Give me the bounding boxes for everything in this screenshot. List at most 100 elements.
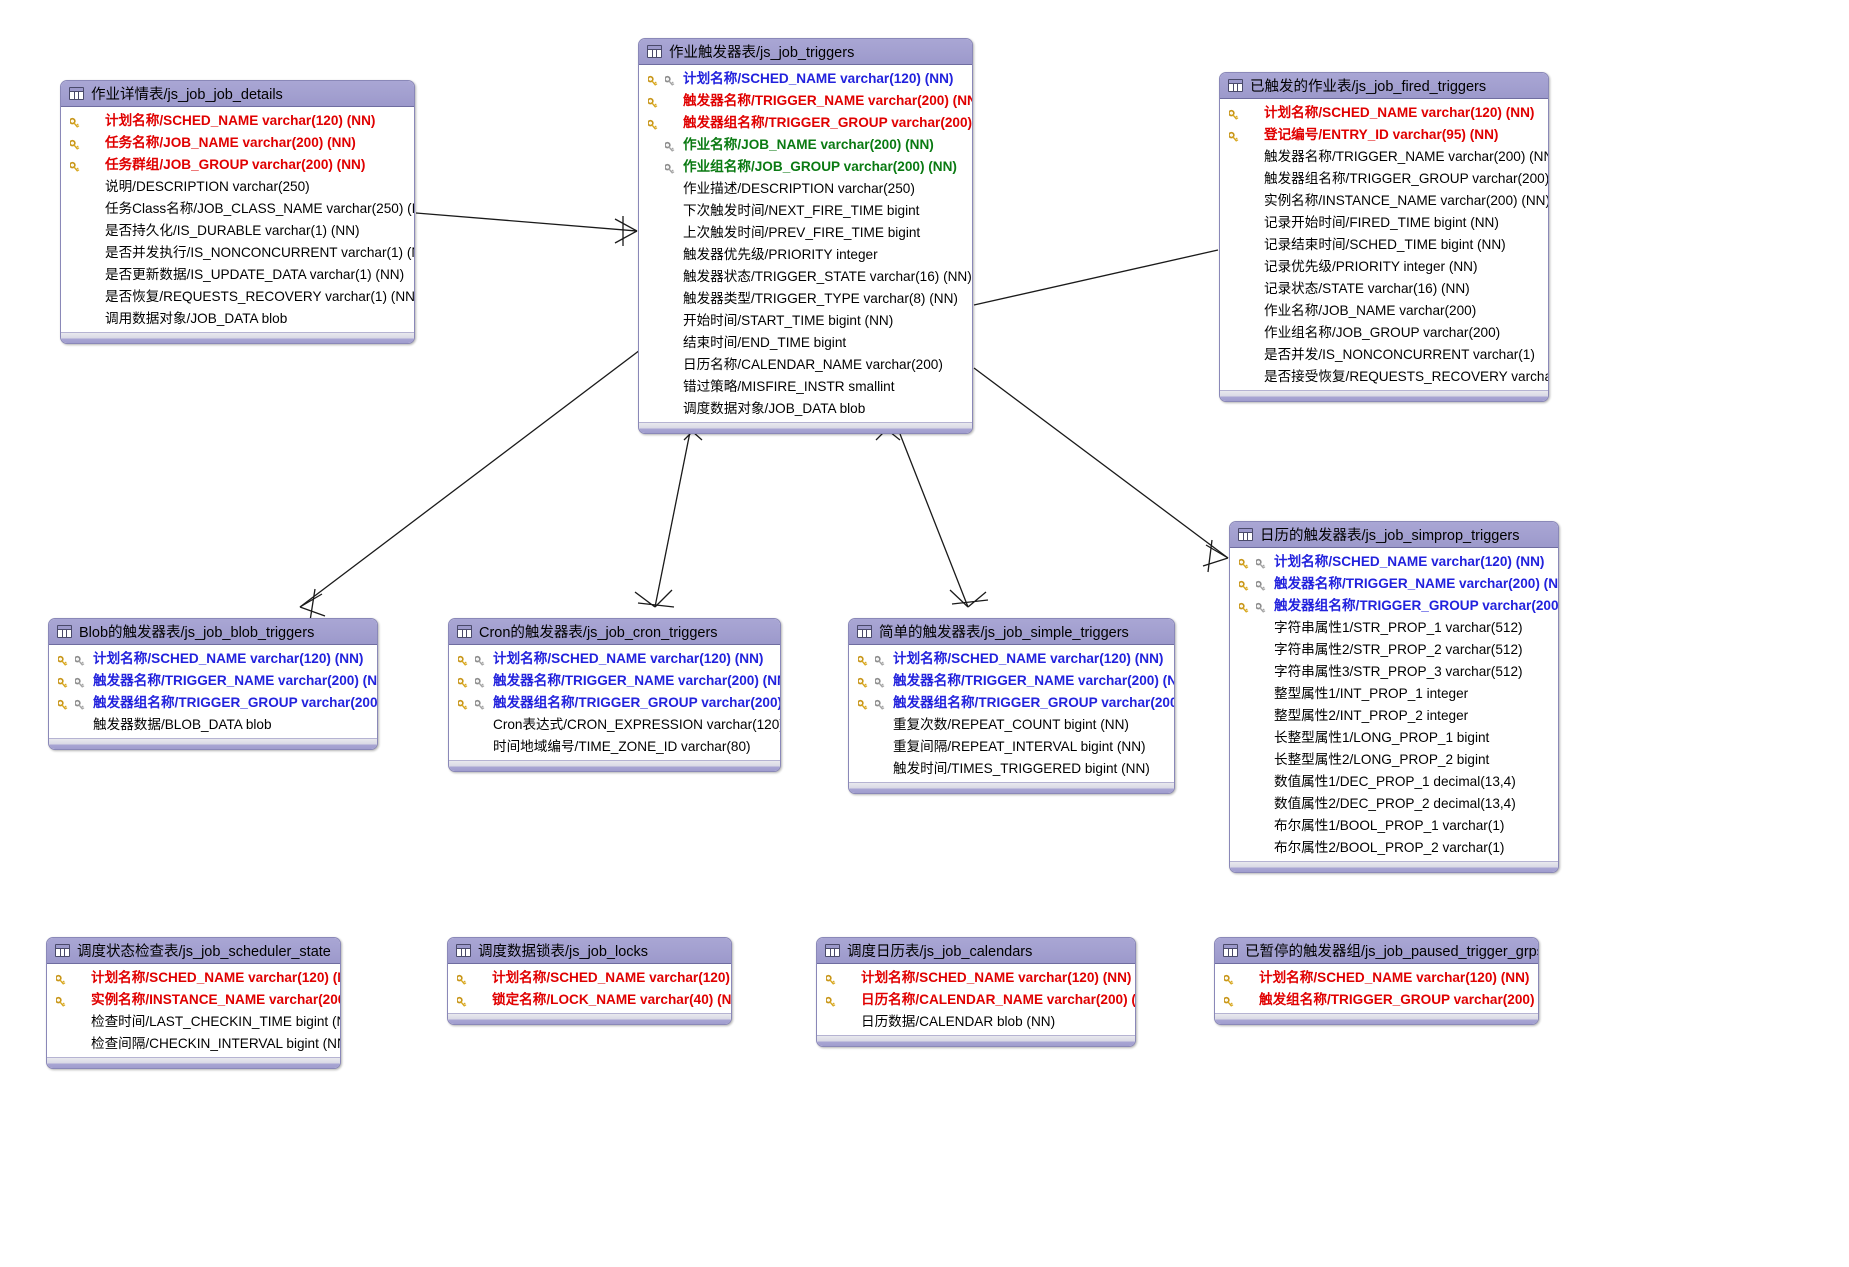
column-row[interactable]: 触发器组名称/TRIGGER_GROUP varchar(200) (NN) [1230, 595, 1558, 617]
column-row[interactable]: 实例名称/INSTANCE_NAME varchar(200) (NN) [47, 989, 340, 1011]
column-row[interactable]: 数值属性1/DEC_PROP_1 decimal(13,4) [1230, 771, 1558, 793]
entity-header-job_details[interactable]: 作业详情表/js_job_job_details [61, 81, 414, 107]
column-row[interactable]: 整型属性2/INT_PROP_2 integer [1230, 705, 1558, 727]
column-row[interactable]: 触发器类型/TRIGGER_TYPE varchar(8) (NN) [639, 288, 972, 310]
column-row[interactable]: 实例名称/INSTANCE_NAME varchar(200) (NN) [1220, 190, 1548, 212]
column-row[interactable]: 是否接受恢复/REQUESTS_RECOVERY varchar(1) [1220, 366, 1548, 388]
column-row[interactable]: 时间地域编号/TIME_ZONE_ID varchar(80) [449, 736, 780, 758]
column-row[interactable]: 检查时间/LAST_CHECKIN_TIME bigint (NN) [47, 1011, 340, 1033]
entity-fired_triggers[interactable]: 已触发的作业表/js_job_fired_triggers 计划名称/SCHED_… [1219, 72, 1549, 402]
column-row[interactable]: 检查间隔/CHECKIN_INTERVAL bigint (NN) [47, 1033, 340, 1055]
column-row[interactable]: 触发组名称/TRIGGER_GROUP varchar(200) (NN) [1215, 989, 1538, 1011]
column-row[interactable]: 作业组名称/JOB_GROUP varchar(200) (NN) [639, 156, 972, 178]
column-row[interactable]: 作业名称/JOB_NAME varchar(200) (NN) [639, 134, 972, 156]
column-row[interactable]: 重复次数/REPEAT_COUNT bigint (NN) [849, 714, 1174, 736]
column-row[interactable]: 是否持久化/IS_DURABLE varchar(1) (NN) [61, 220, 414, 242]
entity-header-triggers[interactable]: 作业触发器表/js_job_triggers [639, 39, 972, 65]
entity-locks[interactable]: 调度数据锁表/js_job_locks 计划名称/SCHED_NAME varch… [447, 937, 732, 1025]
column-row[interactable]: 计划名称/SCHED_NAME varchar(120) (NN) [1230, 551, 1558, 573]
relation-triggers-fired[interactable] [973, 249, 1219, 306]
column-row[interactable]: 计划名称/SCHED_NAME varchar(120) (NN) [448, 967, 731, 989]
relation-triggers-blob[interactable] [299, 349, 641, 608]
relation-job-details-triggers[interactable] [415, 212, 638, 232]
column-row[interactable]: 重复间隔/REPEAT_INTERVAL bigint (NN) [849, 736, 1174, 758]
column-row[interactable]: 触发器组名称/TRIGGER_GROUP varchar(200) (NN) [449, 692, 780, 714]
column-row[interactable]: 触发器组名称/TRIGGER_GROUP varchar(200) (NN) [639, 112, 972, 134]
entity-simprop_triggers[interactable]: 日历的触发器表/js_job_simprop_triggers 计划名称/SCHE… [1229, 521, 1559, 873]
column-row[interactable]: 记录优先级/PRIORITY integer (NN) [1220, 256, 1548, 278]
column-row[interactable]: Cron表达式/CRON_EXPRESSION varchar(120) (NN… [449, 714, 780, 736]
entity-paused_trigger_grps[interactable]: 已暂停的触发器组/js_job_paused_trigger_grps 计划名称/… [1214, 937, 1539, 1025]
column-row[interactable]: 锁定名称/LOCK_NAME varchar(40) (NN) [448, 989, 731, 1011]
column-row[interactable]: 结束时间/END_TIME bigint [639, 332, 972, 354]
column-row[interactable]: 是否并发/IS_NONCONCURRENT varchar(1) [1220, 344, 1548, 366]
column-row[interactable]: 作业组名称/JOB_GROUP varchar(200) [1220, 322, 1548, 344]
column-row[interactable]: 长整型属性1/LONG_PROP_1 bigint [1230, 727, 1558, 749]
relation-triggers-simprop[interactable] [973, 367, 1229, 559]
column-row[interactable]: 触发器组名称/TRIGGER_GROUP varchar(200) (NN) [1220, 168, 1548, 190]
column-row[interactable]: 计划名称/SCHED_NAME varchar(120) (NN) [61, 110, 414, 132]
column-row[interactable]: 任务群组/JOB_GROUP varchar(200) (NN) [61, 154, 414, 176]
entity-header-fired_triggers[interactable]: 已触发的作业表/js_job_fired_triggers [1220, 73, 1548, 99]
column-row[interactable]: 日历名称/CALENDAR_NAME varchar(200) (NN) [817, 989, 1135, 1011]
column-row[interactable]: 布尔属性2/BOOL_PROP_2 varchar(1) [1230, 837, 1558, 859]
column-row[interactable]: 计划名称/SCHED_NAME varchar(120) (NN) [817, 967, 1135, 989]
entity-header-blob_triggers[interactable]: Blob的触发器表/js_job_blob_triggers [49, 619, 377, 645]
entity-cron_triggers[interactable]: Cron的触发器表/js_job_cron_triggers 计划名称/SCHED… [448, 618, 781, 772]
column-row[interactable]: 是否恢复/REQUESTS_RECOVERY varchar(1) (NN) [61, 286, 414, 308]
column-row[interactable]: 触发器名称/TRIGGER_NAME varchar(200) (NN) [1220, 146, 1548, 168]
column-row[interactable]: 是否并发执行/IS_NONCONCURRENT varchar(1) (NN) [61, 242, 414, 264]
column-row[interactable]: 触发器名称/TRIGGER_NAME varchar(200) (NN) [1230, 573, 1558, 595]
column-row[interactable]: 开始时间/START_TIME bigint (NN) [639, 310, 972, 332]
column-row[interactable]: 触发器名称/TRIGGER_NAME varchar(200) (NN) [449, 670, 780, 692]
column-row[interactable]: 计划名称/SCHED_NAME varchar(120) (NN) [49, 648, 377, 670]
column-row[interactable]: 触发器名称/TRIGGER_NAME varchar(200) (NN) [49, 670, 377, 692]
column-row[interactable]: 记录开始时间/FIRED_TIME bigint (NN) [1220, 212, 1548, 234]
column-row[interactable]: 上次触发时间/PREV_FIRE_TIME bigint [639, 222, 972, 244]
column-row[interactable]: 登记编号/ENTRY_ID varchar(95) (NN) [1220, 124, 1548, 146]
entity-header-cron_triggers[interactable]: Cron的触发器表/js_job_cron_triggers [449, 619, 780, 645]
column-row[interactable]: 计划名称/SCHED_NAME varchar(120) (NN) [1215, 967, 1538, 989]
column-row[interactable]: 任务Class名称/JOB_CLASS_NAME varchar(250) (N… [61, 198, 414, 220]
relation-triggers-cron[interactable] [654, 431, 691, 608]
column-row[interactable]: 调用数据对象/JOB_DATA blob [61, 308, 414, 330]
column-row[interactable]: 触发器状态/TRIGGER_STATE varchar(16) (NN) [639, 266, 972, 288]
entity-job_details[interactable]: 作业详情表/js_job_job_details 计划名称/SCHED_NAME … [60, 80, 415, 344]
column-row[interactable]: 触发时间/TIMES_TRIGGERED bigint (NN) [849, 758, 1174, 780]
entity-triggers[interactable]: 作业触发器表/js_job_triggers 计划名称/SCHED_NAME va… [638, 38, 973, 434]
column-row[interactable]: 日历数据/CALENDAR blob (NN) [817, 1011, 1135, 1033]
column-row[interactable]: 字符串属性1/STR_PROP_1 varchar(512) [1230, 617, 1558, 639]
column-row[interactable]: 触发器优先级/PRIORITY integer [639, 244, 972, 266]
entity-header-paused_trigger_grps[interactable]: 已暂停的触发器组/js_job_paused_trigger_grps [1215, 938, 1538, 964]
column-row[interactable]: 触发器名称/TRIGGER_NAME varchar(200) (NN) [639, 90, 972, 112]
column-row[interactable]: 触发器数据/BLOB_DATA blob [49, 714, 377, 736]
column-row[interactable]: 说明/DESCRIPTION varchar(250) [61, 176, 414, 198]
column-row[interactable]: 记录状态/STATE varchar(16) (NN) [1220, 278, 1548, 300]
column-row[interactable]: 任务名称/JOB_NAME varchar(200) (NN) [61, 132, 414, 154]
column-row[interactable]: 布尔属性1/BOOL_PROP_1 varchar(1) [1230, 815, 1558, 837]
column-row[interactable]: 字符串属性3/STR_PROP_3 varchar(512) [1230, 661, 1558, 683]
column-row[interactable]: 是否更新数据/IS_UPDATE_DATA varchar(1) (NN) [61, 264, 414, 286]
column-row[interactable]: 整型属性1/INT_PROP_1 integer [1230, 683, 1558, 705]
column-row[interactable]: 触发器名称/TRIGGER_NAME varchar(200) (NN) [849, 670, 1174, 692]
column-row[interactable]: 字符串属性2/STR_PROP_2 varchar(512) [1230, 639, 1558, 661]
column-row[interactable]: 计划名称/SCHED_NAME varchar(120) (NN) [449, 648, 780, 670]
column-row[interactable]: 计划名称/SCHED_NAME varchar(120) (NN) [639, 68, 972, 90]
column-row[interactable]: 记录结束时间/SCHED_TIME bigint (NN) [1220, 234, 1548, 256]
entity-header-simple_triggers[interactable]: 简单的触发器表/js_job_simple_triggers [849, 619, 1174, 645]
column-row[interactable]: 触发器组名称/TRIGGER_GROUP varchar(200) (NN) [49, 692, 377, 714]
column-row[interactable]: 调度数据对象/JOB_DATA blob [639, 398, 972, 420]
column-row[interactable]: 计划名称/SCHED_NAME varchar(120) (NN) [1220, 102, 1548, 124]
column-row[interactable]: 计划名称/SCHED_NAME varchar(120) (NN) [47, 967, 340, 989]
column-row[interactable]: 日历名称/CALENDAR_NAME varchar(200) [639, 354, 972, 376]
column-row[interactable]: 数值属性2/DEC_PROP_2 decimal(13,4) [1230, 793, 1558, 815]
entity-blob_triggers[interactable]: Blob的触发器表/js_job_blob_triggers 计划名称/SCHED… [48, 618, 378, 750]
entity-header-locks[interactable]: 调度数据锁表/js_job_locks [448, 938, 731, 964]
entity-header-simprop_triggers[interactable]: 日历的触发器表/js_job_simprop_triggers [1230, 522, 1558, 548]
relation-triggers-simple[interactable] [899, 433, 969, 608]
column-row[interactable]: 作业名称/JOB_NAME varchar(200) [1220, 300, 1548, 322]
column-row[interactable]: 错过策略/MISFIRE_INSTR smallint [639, 376, 972, 398]
